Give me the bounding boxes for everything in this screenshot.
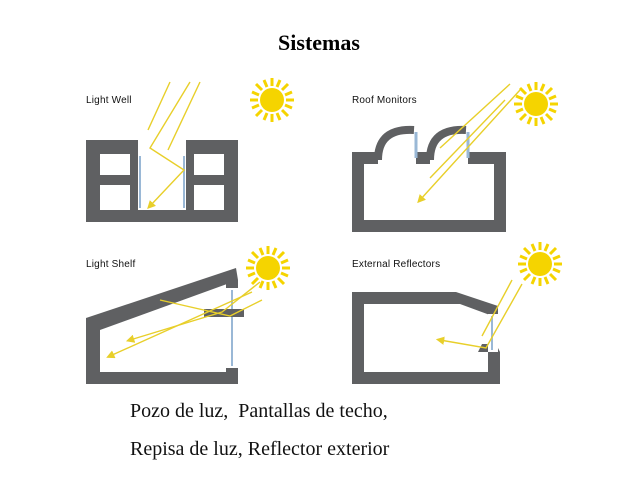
caption-line-2: Repisa de luz, Reflector exterior — [130, 438, 390, 460]
external-reflectors-diagram — [352, 240, 564, 384]
sun-icon — [244, 244, 292, 292]
sun-icon — [512, 80, 560, 128]
light-shelf-diagram — [86, 244, 292, 384]
sun-icon — [516, 240, 564, 288]
light-well-label: Light Well — [86, 95, 132, 106]
light-shelf-label: Light Shelf — [86, 259, 136, 270]
sun-icon — [248, 76, 296, 124]
roof-monitors-diagram — [352, 80, 560, 232]
light-well-diagram — [86, 76, 296, 222]
roof-monitors-label: Roof Monitors — [352, 95, 417, 106]
external-reflectors-label: External Reflectors — [352, 259, 441, 270]
caption-line-1: Pozo de luz, Pantallas de techo, — [130, 400, 388, 422]
page-title: Sistemas — [278, 30, 360, 55]
